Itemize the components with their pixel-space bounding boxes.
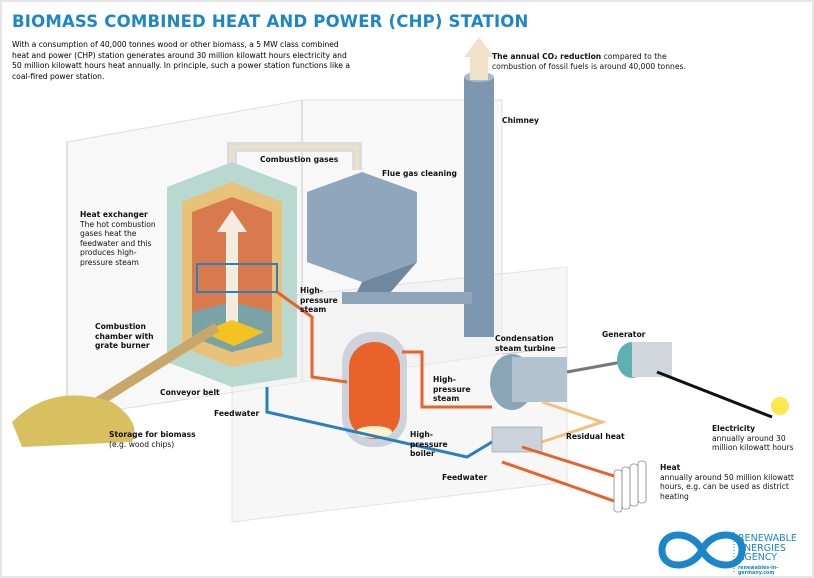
co2-bold: The annual CO₂ reduction bbox=[492, 52, 602, 61]
label-feedwater-1: Feedwater bbox=[214, 409, 260, 418]
light-bulb-icon bbox=[771, 397, 789, 415]
logo-infinity-icon bbox=[658, 531, 746, 569]
electricity-title: Electricity bbox=[712, 424, 756, 433]
intro-text: With a consumption of 40,000 tonnes wood… bbox=[12, 40, 350, 81]
label-hp-steam-1: High-pressure steam bbox=[300, 286, 338, 315]
conveyor-belt bbox=[79, 322, 220, 417]
heat-exchanger-title: Heat exchanger bbox=[80, 210, 148, 219]
heat-exchanger-desc: The hot combustion gases heat the feedwa… bbox=[80, 219, 156, 267]
label-conveyor-belt: Conveyor belt bbox=[160, 388, 220, 397]
radiator bbox=[613, 460, 647, 513]
generator bbox=[617, 342, 672, 378]
electricity-desc: annually around 30 million kilowatt hour… bbox=[712, 433, 794, 453]
label-flue-gas-cleaning: Flue gas cleaning bbox=[382, 169, 457, 178]
logo-name: RENEWABLE ENERGIES AGENCY bbox=[738, 533, 797, 563]
storage-title: Storage for biomass bbox=[109, 430, 196, 439]
heat-desc: annually around 50 million kilowatt hour… bbox=[660, 472, 794, 501]
label-combustion-gases: Combustion gases bbox=[260, 155, 339, 164]
label-turbine: Condensation steam turbine bbox=[495, 334, 556, 353]
label-hp-steam-2: High-pressure steam bbox=[433, 375, 471, 404]
label-generator: Generator bbox=[602, 330, 646, 339]
logo-url[interactable]: renewables-in-germany.com bbox=[738, 566, 779, 576]
heat-title: Heat bbox=[660, 463, 681, 472]
furnace bbox=[167, 162, 297, 387]
storage-desc: (e.g. wood chips) bbox=[109, 439, 175, 449]
turbine bbox=[490, 354, 567, 410]
boiler bbox=[342, 332, 407, 447]
co2-text: compared to the combustion of fossil fue… bbox=[492, 52, 686, 71]
biomass-pile bbox=[12, 395, 135, 447]
label-chimney: Chimney bbox=[502, 116, 540, 125]
page-title: BIOMASS COMBINED HEAT AND POWER (CHP) ST… bbox=[12, 12, 529, 31]
label-residual-heat: Residual heat bbox=[566, 432, 625, 441]
label-combustion-chamber: Combustion chamber with grate burner bbox=[95, 322, 154, 351]
label-boiler: High-pressure boiler bbox=[410, 430, 448, 459]
label-storage: Storage for biomass(e.g. wood chips) bbox=[109, 430, 196, 449]
label-feedwater-2: Feedwater bbox=[442, 473, 488, 482]
flue-gas-cleaner bbox=[307, 172, 472, 304]
co2-note: The annual CO₂ reduction compared to the… bbox=[492, 52, 692, 71]
